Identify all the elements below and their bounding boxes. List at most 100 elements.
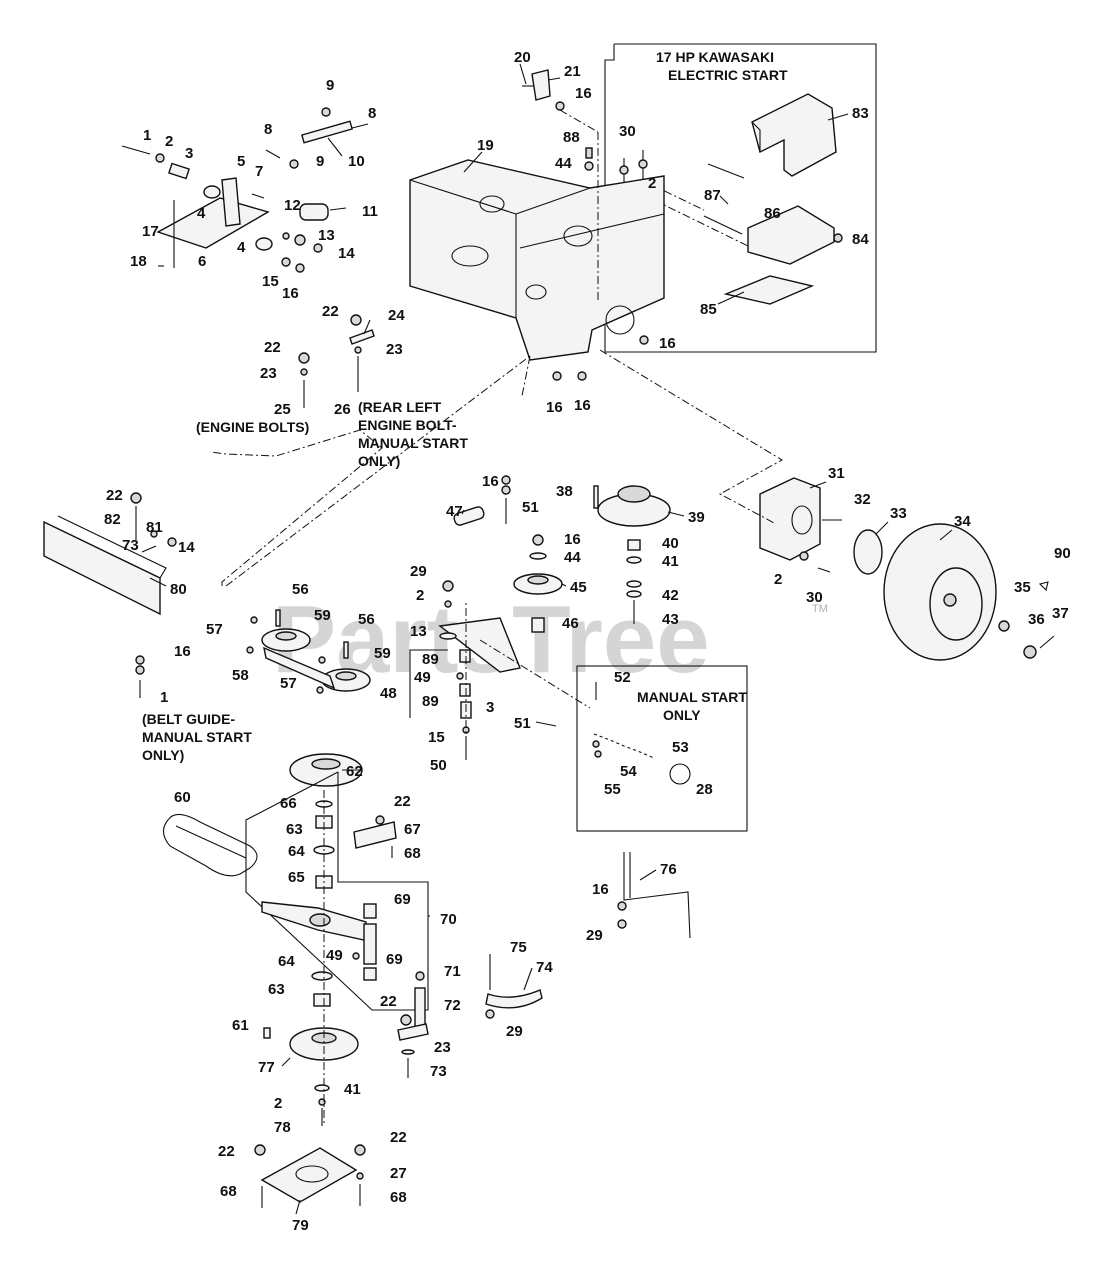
callout-1[interactable]: 1: [143, 127, 151, 144]
callout-74[interactable]: 74: [536, 959, 553, 976]
callout-22[interactable]: 22: [394, 793, 411, 810]
callout-16[interactable]: 16: [574, 397, 591, 414]
callout-41[interactable]: 41: [662, 553, 679, 570]
callout-23[interactable]: 23: [434, 1039, 451, 1056]
part-57-screw-b[interactable]: [246, 646, 254, 654]
part-58-bracket[interactable]: [263, 646, 336, 690]
part-16-nut-left[interactable]: [552, 371, 562, 381]
part-5-lever[interactable]: [221, 177, 241, 227]
part-16-nut-top[interactable]: [555, 101, 565, 111]
part-47-spring[interactable]: [453, 506, 485, 527]
part-27-washer[interactable]: [356, 1172, 364, 1180]
callout-47[interactable]: 47: [446, 503, 463, 520]
callout-27[interactable]: 27: [390, 1165, 407, 1182]
callout-69[interactable]: 69: [386, 951, 403, 968]
callout-16[interactable]: 16: [592, 881, 609, 898]
callout-40[interactable]: 40: [662, 535, 679, 552]
part-30-bolt-wheel[interactable]: [817, 567, 831, 573]
part-67-plate[interactable]: [353, 821, 397, 849]
callout-5[interactable]: 5: [237, 153, 245, 170]
callout-21[interactable]: 21: [564, 63, 581, 80]
callout-36[interactable]: 36: [1028, 611, 1045, 628]
callout-59[interactable]: 59: [374, 645, 391, 662]
callout-11[interactable]: 11: [362, 203, 378, 220]
part-51-bolt-low[interactable]: [535, 721, 557, 727]
part-79-plate[interactable]: [260, 1147, 358, 1203]
part-22-nut-a[interactable]: [298, 352, 310, 364]
callout-16[interactable]: 16: [174, 643, 191, 660]
callout-84[interactable]: 84: [852, 231, 869, 248]
part-38-key[interactable]: [593, 485, 599, 509]
part-16-nut[interactable]: [295, 263, 305, 273]
callout-60[interactable]: 60: [174, 789, 191, 806]
part-3-spacer[interactable]: [168, 162, 190, 180]
part-53-chain[interactable]: [593, 733, 655, 759]
callout-2[interactable]: 2: [774, 571, 782, 588]
callout-2[interactable]: 2: [416, 587, 424, 604]
callout-23[interactable]: 23: [260, 365, 277, 382]
part-36-cap[interactable]: [1023, 645, 1037, 659]
callout-77[interactable]: 77: [258, 1059, 275, 1076]
callout-72[interactable]: 72: [444, 997, 461, 1014]
part-22-nut-plate-right[interactable]: [354, 1144, 366, 1156]
part-84-bolt[interactable]: [833, 233, 843, 243]
callout-57[interactable]: 57: [206, 621, 223, 638]
part-29-nut-rod[interactable]: [617, 919, 627, 929]
part-56-pin-b[interactable]: [343, 641, 349, 659]
callout-7[interactable]: 7: [255, 163, 263, 180]
callout-56[interactable]: 56: [358, 611, 375, 628]
callout-58[interactable]: 58: [232, 667, 249, 684]
callout-29[interactable]: 29: [506, 1023, 523, 1040]
part-89-bushing-a[interactable]: [459, 649, 471, 663]
part-77-pulley[interactable]: [289, 1027, 359, 1061]
part-9-nut-b[interactable]: [289, 159, 299, 169]
callout-88[interactable]: 88: [563, 129, 580, 146]
part-4-bushing-a[interactable]: [203, 185, 221, 199]
part-23-washer-b[interactable]: [354, 346, 362, 354]
callout-16[interactable]: 16: [575, 85, 592, 102]
part-24-bracket[interactable]: [349, 329, 375, 345]
part-16-nut-spring-b[interactable]: [501, 485, 511, 495]
callout-66[interactable]: 66: [280, 795, 297, 812]
callout-3[interactable]: 3: [185, 145, 193, 162]
callout-48[interactable]: 48: [380, 685, 397, 702]
part-13-bushing[interactable]: [294, 234, 306, 246]
callout-68[interactable]: 68: [404, 845, 421, 862]
callout-33[interactable]: 33: [890, 505, 907, 522]
part-44-washer-pulley[interactable]: [529, 552, 547, 560]
callout-30[interactable]: 30: [806, 589, 823, 606]
part-87-rod-a[interactable]: [707, 163, 745, 179]
callout-20[interactable]: 20: [514, 49, 531, 66]
part-60-belt[interactable]: [162, 813, 258, 877]
part-41-washer[interactable]: [626, 556, 642, 564]
part-83-cover[interactable]: [751, 93, 837, 177]
part-1-bolt[interactable]: [121, 145, 151, 155]
callout-70[interactable]: 70: [440, 911, 457, 928]
callout-38[interactable]: 38: [556, 483, 573, 500]
part-7-pin[interactable]: [251, 193, 265, 199]
part-86-bracket[interactable]: [747, 205, 835, 265]
part-54-washer[interactable]: [592, 740, 600, 748]
callout-51[interactable]: 51: [522, 499, 539, 516]
callout-80[interactable]: 80: [170, 581, 187, 598]
part-35-nut[interactable]: [998, 620, 1010, 632]
callout-49[interactable]: 49: [414, 669, 431, 686]
part-40-bushing[interactable]: [627, 539, 641, 551]
callout-76[interactable]: 76: [660, 861, 677, 878]
part-42-washer-b[interactable]: [626, 590, 642, 598]
callout-85[interactable]: 85: [700, 301, 717, 318]
callout-6[interactable]: 6: [198, 253, 206, 270]
callout-83[interactable]: 83: [852, 105, 869, 122]
callout-15[interactable]: 15: [428, 729, 445, 746]
part-8-screw-top[interactable]: [351, 123, 369, 129]
part-71-nut[interactable]: [415, 971, 425, 981]
callout-51[interactable]: 51: [514, 715, 531, 732]
callout-16[interactable]: 16: [482, 473, 499, 490]
callout-16[interactable]: 16: [282, 285, 299, 302]
part-57-screw-a[interactable]: [250, 616, 258, 624]
callout-13[interactable]: 13: [318, 227, 335, 244]
part-49-pin[interactable]: [456, 672, 464, 680]
callout-42[interactable]: 42: [662, 587, 679, 604]
part-49-pin-spindle[interactable]: [352, 952, 360, 960]
callout-18[interactable]: 18: [130, 253, 147, 270]
